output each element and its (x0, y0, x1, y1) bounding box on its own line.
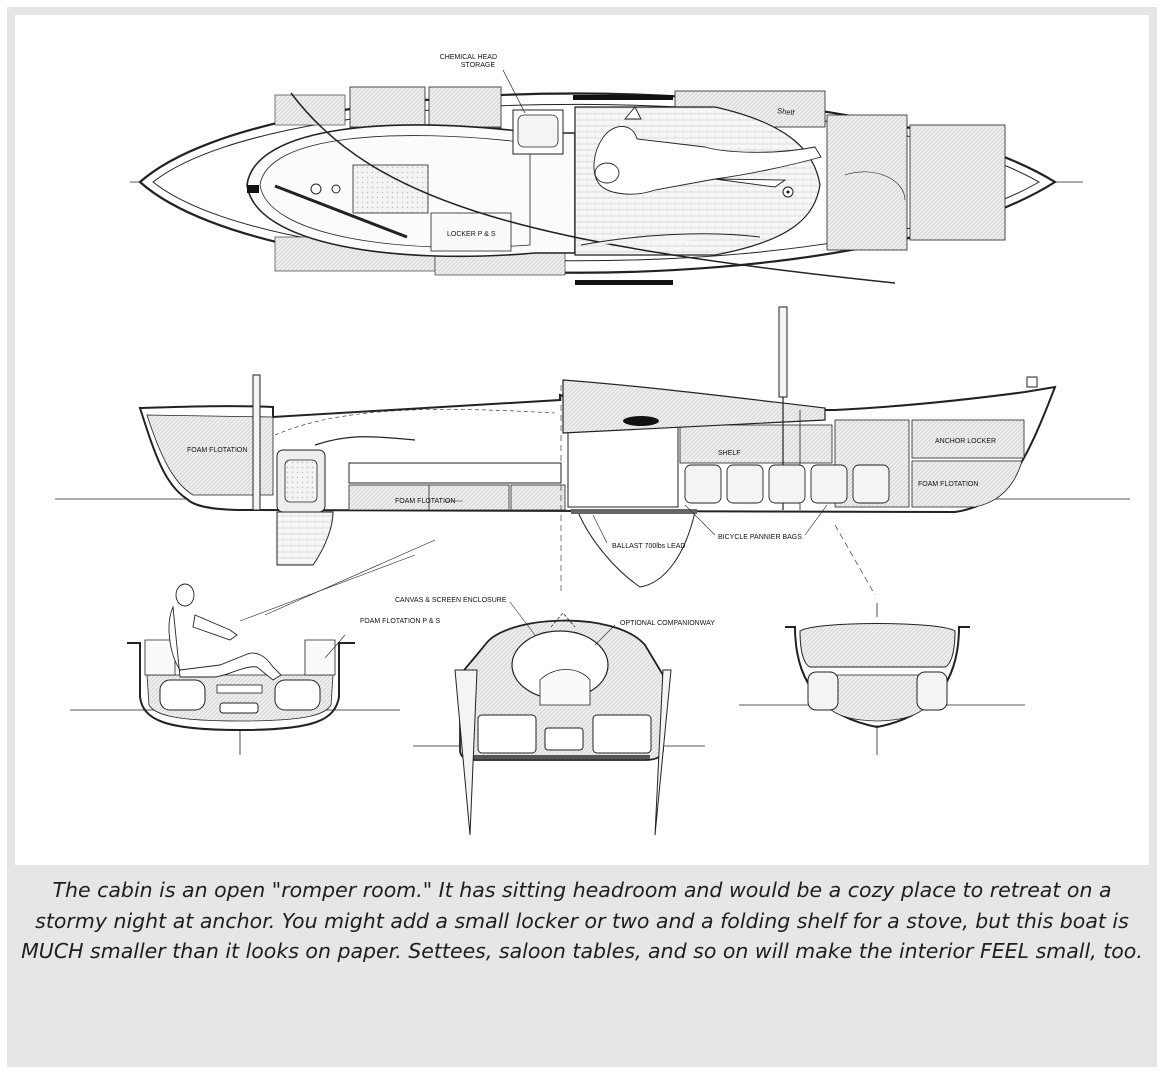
label-optional-companionway: OPTIONAL COMPANIONWAY (620, 620, 715, 627)
plan-view (130, 69, 1083, 285)
figure-frame: CHEMICAL HEAD STORAGE Shelf LOCKER P & S (7, 7, 1157, 1067)
label-locker-ps: LOCKER P & S (447, 231, 496, 238)
reclining-figure (593, 106, 822, 195)
label-storage: STORAGE (461, 62, 495, 69)
label-bicycle-bags: BICYCLE PANNIER BAGS (718, 534, 802, 541)
boat-plan-svg: CHEMICAL HEAD STORAGE Shelf LOCKER P & S (55, 54, 1130, 836)
label-chemical-head: CHEMICAL HEAD (440, 54, 497, 61)
section-cabin (413, 601, 705, 836)
profile-view (55, 306, 1130, 616)
figure-caption: The cabin is an open "romper room." It h… (21, 878, 1143, 963)
boat-plan-drawing: CHEMICAL HEAD STORAGE Shelf LOCKER P & S (15, 15, 1149, 865)
label-ballast: BALLAST 700lbs LEAD (612, 543, 685, 550)
label-shelf-plan: Shelf (777, 106, 796, 117)
section-cockpit (70, 554, 416, 755)
seated-figure (168, 583, 282, 681)
label-foam-flotation-stern: FOAM FLOTATION (918, 481, 978, 488)
label-anchor-locker: ANCHOR LOCKER (935, 438, 996, 445)
pannier-bags (684, 464, 890, 504)
label-foam-flotation-keel: FOAM FLOTATION (395, 498, 455, 505)
label-foam-flotation-ps: FOAM FLOTATION P & S (360, 618, 440, 625)
section-forward (739, 603, 1025, 755)
label-canvas-enclosure: CANVAS & SCREEN ENCLOSURE (395, 597, 507, 604)
label-foam-flotation-bow: FOAM FLOTATION (187, 447, 247, 454)
label-shelf-profile: SHELF (718, 450, 741, 457)
